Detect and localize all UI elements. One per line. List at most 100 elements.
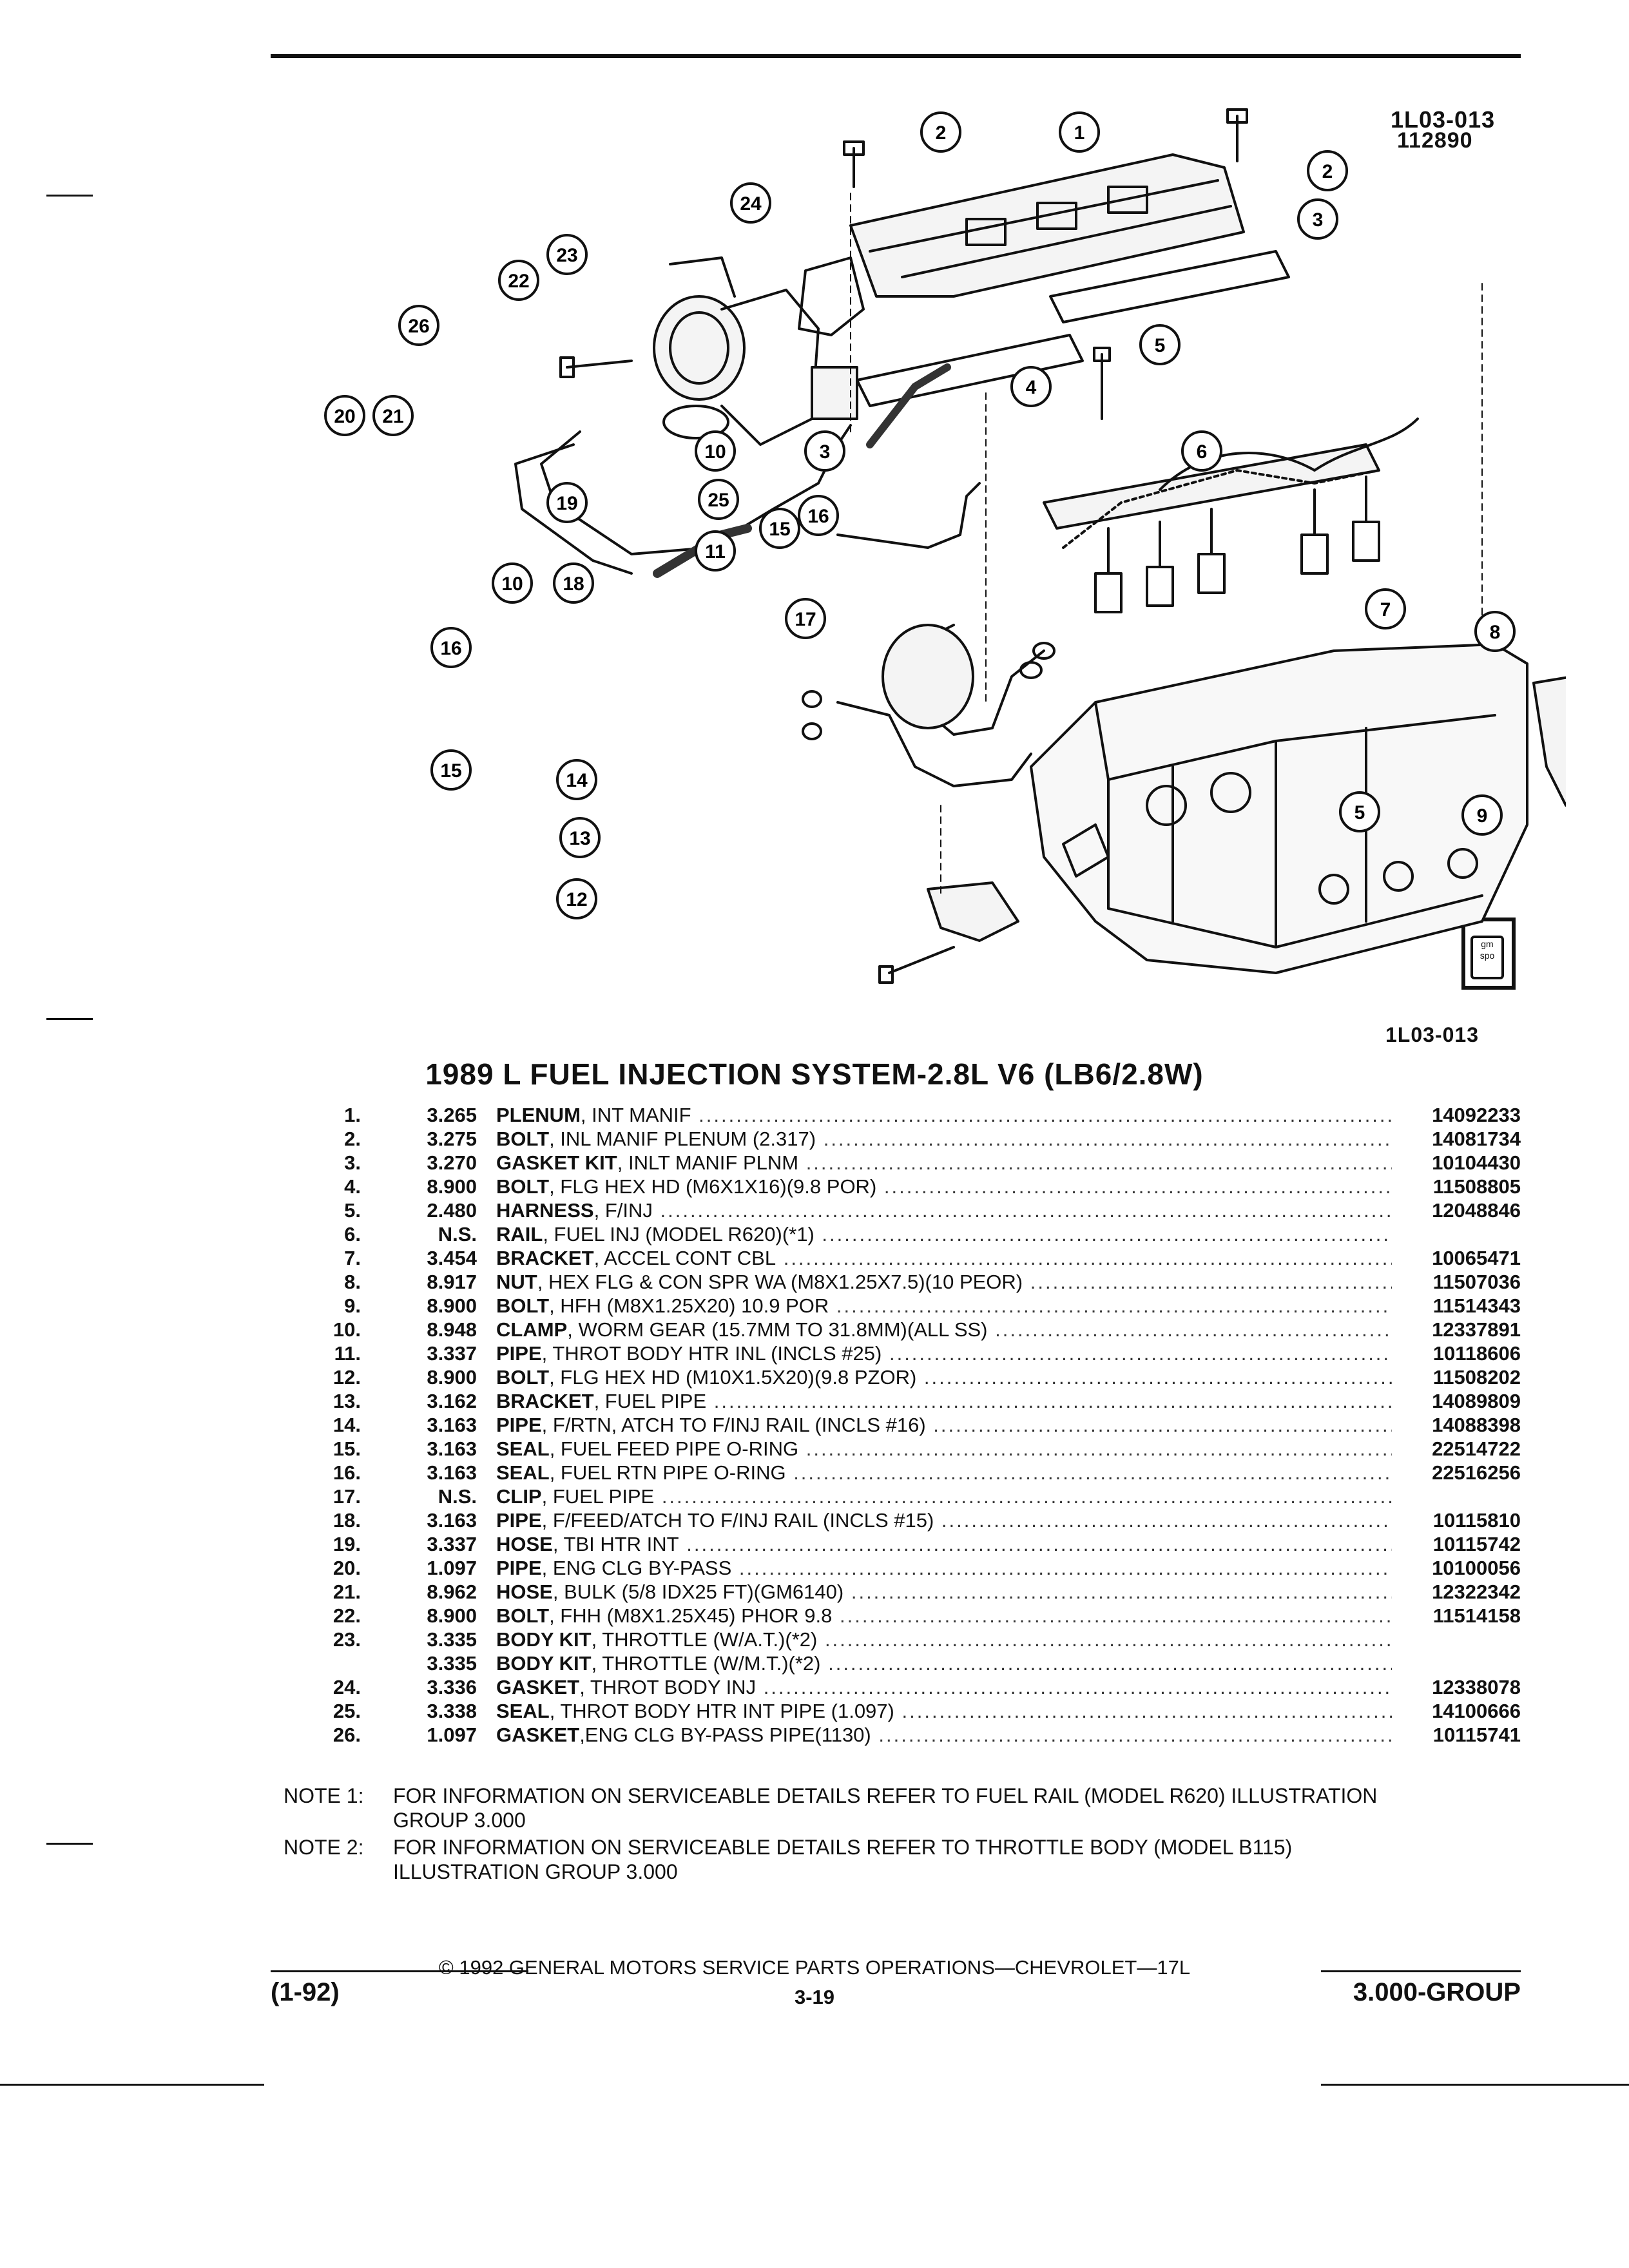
part-detail: , THROT BODY HTR INT PIPE (1.097) (549, 1700, 894, 1722)
part-detail: , BULK (5/8 IDX25 FT)(GM6140) (552, 1581, 844, 1603)
part-name: PIPE (496, 1414, 542, 1436)
part-number: 10115742 (1432, 1533, 1521, 1555)
parts-row: 17.N.S.CLIP, FUEL PIPE .................… (0, 1485, 1629, 1508)
part-item-number: 19. (333, 1533, 361, 1555)
callout-5-bottom: 5 (1339, 791, 1380, 832)
part-number: 12322342 (1432, 1581, 1521, 1603)
part-name: BOLT (496, 1175, 550, 1198)
leader-dots: ........................................… (763, 1676, 1392, 1698)
part-group-number: 3.163 (427, 1414, 477, 1436)
svg-text:22: 22 (508, 271, 529, 292)
part-number: 14081734 (1432, 1128, 1521, 1150)
part-item-number: 3. (344, 1151, 361, 1174)
svg-text:24: 24 (740, 193, 762, 215)
leader-dots: ........................................… (661, 1485, 1392, 1508)
footer-rule-right (1321, 1970, 1521, 1972)
leader-dots: ........................................… (699, 1104, 1392, 1126)
leader-dots: ........................................… (738, 1557, 1392, 1579)
part-detail: , FHH (M8X1.25X45) PHOR 9.8 (549, 1604, 833, 1627)
part-description: CLAMP, WORM GEAR (15.7MM TO 31.8MM)(ALL … (496, 1318, 1392, 1341)
leader-dots: ........................................… (901, 1700, 1392, 1722)
svg-text:4: 4 (1026, 377, 1037, 398)
part-name: BOLT (496, 1604, 550, 1627)
gasket-lower (856, 334, 1084, 407)
part-name: RAIL (496, 1223, 543, 1245)
part-name: HOSE (496, 1533, 553, 1555)
bypass-pipe-return (514, 443, 633, 575)
figure-code-bottom: 1L03-013 (1385, 1023, 1479, 1046)
part-description: CLIP, FUEL PIPE ........................… (496, 1485, 1392, 1508)
svg-text:1: 1 (1074, 122, 1085, 144)
part-detail: , ACCEL CONT CBL (593, 1247, 776, 1269)
part-detail: , TBI HTR INT (552, 1533, 679, 1555)
svg-text:13: 13 (569, 828, 590, 849)
callout-3-right: 3 (1297, 198, 1338, 240)
bottom-rule-right (1321, 2084, 1629, 2086)
part-detail: , THROTTLE (W/M.T.)(*2) (591, 1652, 821, 1675)
part-item-number: 2. (344, 1128, 361, 1150)
part-name: HOSE (496, 1581, 553, 1603)
callout-22: 22 (498, 260, 539, 301)
fuel-return-pipe (836, 701, 1032, 787)
svg-text:5: 5 (1354, 802, 1365, 823)
svg-text:14: 14 (566, 770, 588, 791)
svg-text:16: 16 (440, 638, 461, 659)
svg-text:2: 2 (1322, 161, 1333, 182)
svg-text:8: 8 (1490, 622, 1501, 643)
footer-rule-left (271, 1970, 528, 1972)
part-detail: , HFH (M8X1.25X20) 10.9 POR (549, 1294, 829, 1317)
part-number: 11514158 (1432, 1604, 1521, 1627)
part-group-number: 3.270 (427, 1151, 477, 1174)
svg-text:15: 15 (440, 760, 461, 782)
header-rule (271, 54, 1521, 58)
svg-text:10: 10 (501, 573, 523, 595)
callout-16-lower: 16 (430, 627, 472, 668)
part-group-number: N.S. (438, 1223, 477, 1245)
margin-mark (46, 1843, 93, 1845)
figure-code-top: 1L03-013 (1391, 106, 1496, 133)
part-item-number: 7. (344, 1247, 361, 1269)
part-description: SEAL, FUEL FEED PIPE O-RING ............… (496, 1437, 1392, 1461)
callout-4: 4 (1010, 366, 1052, 407)
note-1: NOTE 1: FOR INFORMATION ON SERVICEABLE D… (284, 1783, 1540, 1835)
bracket-bolt (878, 946, 955, 984)
o-ring-return (1032, 642, 1055, 660)
part-detail: , FLG HEX HD (M6X1X16)(9.8 POR) (549, 1175, 877, 1198)
part-group-number: 3.337 (427, 1533, 477, 1555)
leader-dots: ........................................… (836, 1294, 1392, 1317)
part-name: BODY KIT (496, 1628, 592, 1651)
svg-text:5: 5 (1155, 335, 1166, 356)
throttle-bolt (559, 356, 633, 378)
callout-23: 23 (546, 234, 588, 275)
part-group-number: 3.338 (427, 1700, 477, 1722)
part-name: HARNESS (496, 1199, 594, 1222)
callout-26: 26 (398, 305, 439, 346)
callout-3-left: 3 (804, 430, 845, 472)
svg-text:10: 10 (704, 441, 726, 463)
part-description: BOLT, INL MANIF PLENUM (2.317) .........… (496, 1127, 1392, 1151)
part-description: GASKET, THROT BODY INJ .................… (496, 1675, 1392, 1699)
part-detail: , ENG CLG BY-PASS (541, 1557, 732, 1579)
svg-text:7: 7 (1380, 599, 1391, 620)
part-item-number: 18. (333, 1509, 361, 1532)
part-description: BOLT, HFH (M8X1.25X20) 10.9 POR ........… (496, 1294, 1392, 1318)
note-1-line2: GROUP 3.000 (393, 1809, 526, 1832)
part-number: 10115810 (1432, 1509, 1521, 1532)
part-item-number: 17. (333, 1485, 361, 1508)
heater-hose (866, 363, 951, 448)
callout-24: 24 (730, 182, 771, 224)
part-description: PIPE, THROT BODY HTR INL (INCLS #25) ...… (496, 1341, 1392, 1365)
part-group-number: 2.480 (427, 1199, 477, 1222)
leader-dots: ........................................… (823, 1128, 1392, 1150)
callout-12: 12 (556, 878, 597, 919)
part-number: 22514722 (1432, 1437, 1521, 1460)
part-number: 12337891 (1432, 1318, 1521, 1341)
